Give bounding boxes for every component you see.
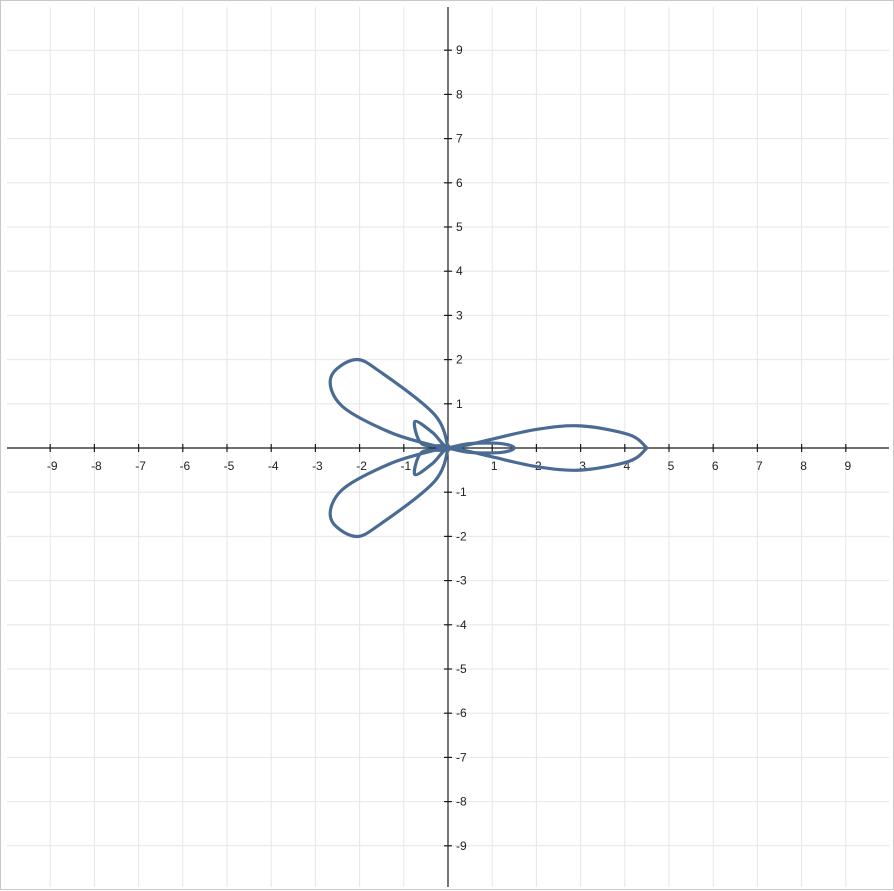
y-tick-label: -2 [456,529,467,543]
y-tick-label: -4 [456,618,467,632]
x-tick-label: -5 [224,459,235,473]
x-tick-label: 8 [800,459,807,473]
x-tick-label: -1 [400,459,411,473]
x-tick-label: -3 [312,459,323,473]
x-tick-label: 1 [491,459,498,473]
y-tick-label: -8 [456,795,467,809]
y-tick-label: -3 [456,574,467,588]
y-tick-label: 7 [456,132,463,146]
y-tick-label: 5 [456,220,463,234]
x-tick-label: 5 [668,459,675,473]
x-tick-label: -9 [47,459,58,473]
x-tick-label: -8 [91,459,102,473]
x-tick-label: 3 [579,459,586,473]
x-tick-label: 7 [756,459,763,473]
x-tick-label: -4 [268,459,279,473]
x-tick-label: -2 [356,459,367,473]
y-tick-label: 9 [456,43,463,57]
y-tick-label: 1 [456,397,463,411]
x-tick-label: -7 [135,459,146,473]
y-tick-label: 4 [456,264,463,278]
x-tick-label: 4 [623,459,630,473]
curves [328,357,649,539]
y-tick-label: 6 [456,176,463,190]
y-tick-label: -9 [456,839,467,853]
y-tick-label: 3 [456,308,463,322]
y-tick-label: -1 [456,485,467,499]
x-tick-label: -6 [179,459,190,473]
y-tick-label: -5 [456,662,467,676]
y-tick-label: 8 [456,87,463,101]
y-tick-label: -7 [456,750,467,764]
y-tick-label: -6 [456,706,467,720]
x-tick-label: 6 [712,459,719,473]
x-tick-label: 9 [844,459,851,473]
y-tick-label: 2 [456,353,463,367]
polar-curve-series-2 [446,441,516,455]
